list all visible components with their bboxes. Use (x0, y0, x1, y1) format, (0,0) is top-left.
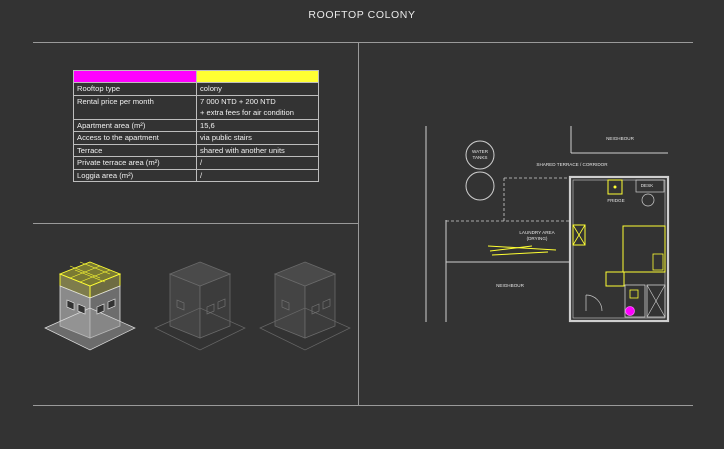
row-value: / (196, 168, 319, 182)
table-row: Loggia area (m²) / (73, 168, 319, 182)
window (77, 303, 86, 315)
label-neighbour-bottom: NEIGHBOUR (496, 283, 525, 288)
fridge-box (607, 179, 623, 195)
row-value-continued: + extra fees for air condition (196, 107, 319, 120)
label-desk: DESK (641, 183, 654, 188)
ground-plane (44, 307, 136, 351)
shower (646, 284, 666, 318)
plan-dashed-lines (446, 177, 570, 222)
window (107, 298, 116, 310)
window (206, 303, 215, 315)
shower-drain (625, 306, 635, 316)
bed (622, 225, 666, 273)
table-row-continued: + extra fees for air condition (73, 107, 319, 120)
plan-walls (425, 126, 668, 322)
info-table: Rooftop type colony Rental price per mon… (73, 70, 319, 182)
building-top (168, 261, 232, 287)
legend-swatch-yellow (196, 70, 319, 83)
label-laundry-1: LAUNDRY AREA (519, 230, 555, 235)
bottom-divider (33, 405, 693, 406)
kitchenette (605, 271, 625, 287)
label-laundry-2: (DRYING) (527, 236, 548, 241)
label-neighbour-top: NEIGHBOUR (606, 136, 635, 141)
left-middle-divider (33, 223, 358, 224)
table-row: Access to the apartment via public stair… (73, 131, 319, 145)
fridge-dot (613, 185, 617, 189)
isometric-models (44, 261, 351, 351)
center-divider (358, 42, 359, 406)
water-tank (465, 171, 495, 201)
legend-header-row (73, 70, 319, 83)
drying-lines (487, 245, 557, 256)
ground-plane (154, 307, 246, 351)
label-fridge: FRIDGE (607, 198, 624, 203)
window (176, 299, 185, 311)
door-swing (585, 294, 603, 312)
table-row: Private terrace area (m²) / (73, 156, 319, 170)
building-top (273, 261, 337, 287)
table-row: Rental price per month 7 000 NTD + 200 N… (73, 94, 319, 107)
window (311, 303, 320, 315)
window-ac-unit (572, 224, 586, 246)
isometric-model-highlighted (44, 261, 136, 351)
row-label: Loggia area (m²) (73, 168, 197, 182)
rooftop-grid (69, 261, 111, 283)
apartment-unit (568, 175, 670, 323)
page-title: ROOFTOP COLONY (308, 9, 416, 21)
toilet (629, 289, 639, 299)
ground-plane (259, 307, 351, 351)
window (96, 303, 105, 315)
window (281, 299, 290, 311)
row-value: 7 000 NTD + 200 NTD (196, 94, 319, 107)
window (322, 298, 331, 310)
isometric-model-faded-1 (154, 261, 246, 351)
chair (641, 193, 655, 207)
bed-pillow (652, 253, 664, 271)
label-shared-terrace: SHARED TERRACE / CORRIDOR (536, 162, 608, 167)
label-water-tanks-1: WATER (472, 149, 489, 154)
window (217, 298, 226, 310)
bathroom (624, 284, 646, 318)
desk (635, 179, 665, 193)
top-divider (33, 42, 693, 43)
window (66, 299, 75, 311)
isometric-model-faded-2 (259, 261, 351, 351)
water-tank (465, 140, 495, 170)
label-water-tanks-2: TANKS (473, 155, 488, 160)
